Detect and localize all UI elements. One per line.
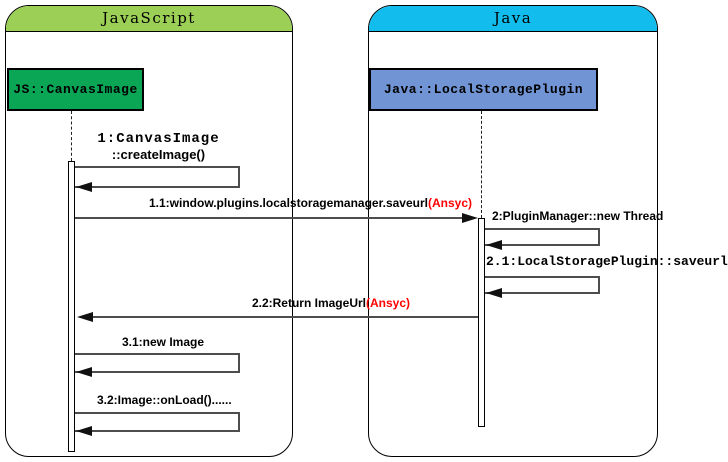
message-1-1-arrowhead-icon [462,213,478,223]
message-3-2-arrowhead-icon [76,426,92,436]
message-1-label-line2: ::createImage() [111,147,206,162]
frame-javascript-header: JavaScript [6,6,292,32]
message-2-self-loop [485,228,600,246]
object-java-localstorageplugin-label: Java::LocalStoragePlugin [383,82,584,97]
frame-javascript-title: JavaScript [102,9,196,27]
object-js-canvasimage-label: JS::CanvasImage [13,82,138,97]
message-1-arrowhead-icon [76,182,92,192]
message-1-label-line1: 1:CanvasImage [97,131,220,147]
message-3-1-arrowhead-icon [76,367,92,377]
lifeline-javascript [71,111,72,161]
message-3-1-self-loop [75,353,240,373]
message-2-1-label: 2.1:LocalStoragePlugin::saveurl [486,254,728,269]
activation-bar-java [478,218,485,427]
activation-bar-javascript [68,161,75,452]
message-3-2-self-loop [75,412,240,432]
message-2-2-line [90,316,485,318]
message-2-2-arrowhead-icon [77,312,93,322]
message-2-1-arrowhead-icon [486,288,502,298]
message-1-1-label: 1.1:window.plugins.localstoragemanager.s… [149,196,472,210]
message-1-1-text: 1.1:window.plugins.localstoragemanager.s… [149,196,428,210]
message-2-arrowhead-icon [486,240,502,250]
message-1-1-line [75,217,470,219]
lifeline-java [481,111,482,218]
message-2-2-text: 2.2:Return ImageUrl [251,296,366,310]
message-1-self-loop [75,166,240,188]
frame-java: Java [368,5,658,457]
message-2-1-self-loop [485,276,600,294]
message-2-label: 2:PluginManager::new Thread [492,209,664,223]
message-1-label: 1:CanvasImage ::createImage() [75,131,242,162]
frame-java-title: Java [493,9,533,27]
object-js-canvasimage: JS::CanvasImage [7,68,144,111]
message-2-2-async-tag: (Ansyc) [365,296,410,310]
message-1-1-async-tag: (Ansyc) [427,196,472,210]
message-3-1-label: 3.1:new Image [122,335,205,349]
object-java-localstorageplugin: Java::LocalStoragePlugin [369,68,598,111]
message-3-2-label: 3.2:Image::onLoad()...... [97,393,232,407]
message-2-2-label: 2.2:Return ImageUrl(Ansyc) [252,296,410,310]
frame-java-header: Java [369,6,657,32]
